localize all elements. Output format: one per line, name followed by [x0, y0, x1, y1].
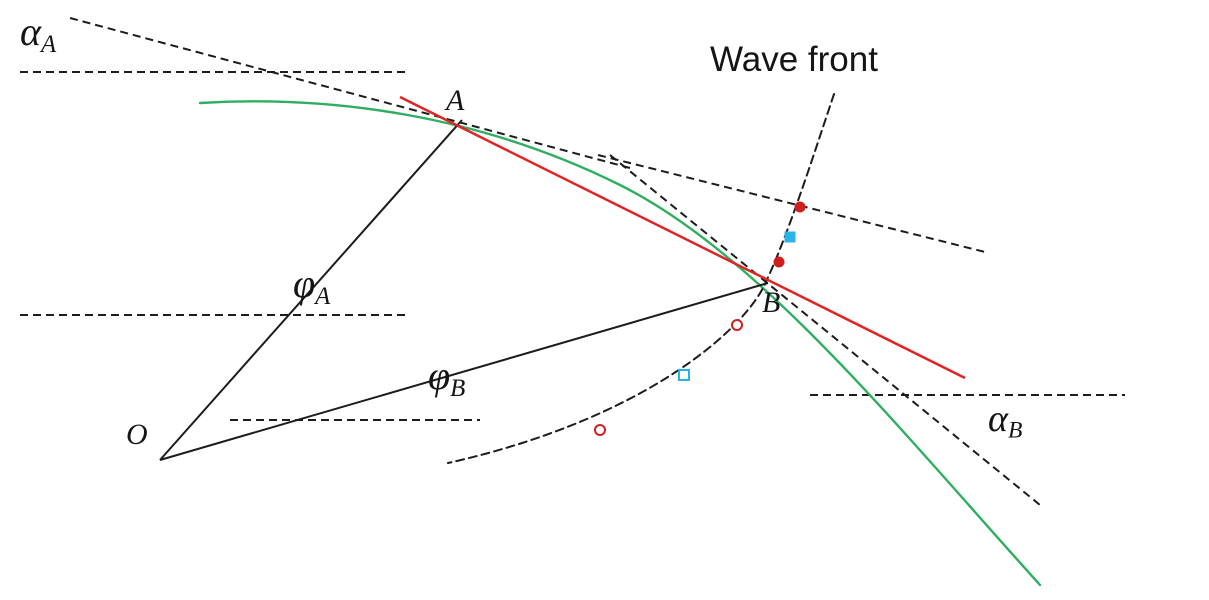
marker-wavefront-cyan-filled	[784, 231, 796, 243]
marker-wavefront-red-open-2	[594, 424, 606, 436]
curves-group	[198, 93, 1042, 587]
dashed-line-tangent-at-B	[609, 154, 1041, 506]
dashed-line-tangent-at-A	[69, 17, 631, 169]
marker-wavefront-red-open-1	[731, 319, 743, 331]
solid-line-radius-OB	[159, 282, 769, 461]
marker-wavefront-red-filled-upper	[794, 201, 806, 213]
dashed-line-tangent-at-wavefront-dot	[597, 154, 986, 253]
marker-wavefront-red-filled-near-B	[773, 256, 785, 268]
curve-trajectory-green	[198, 100, 1042, 587]
solid-line-ray-AB-red	[399, 95, 966, 380]
marker-points-group	[594, 201, 806, 436]
dashed-lines-group	[20, 17, 1125, 506]
solid-line-radius-OA	[159, 119, 463, 461]
curve-wave-front-dashed	[447, 93, 835, 464]
marker-wavefront-cyan-open	[678, 369, 690, 381]
solid-lines-group	[159, 95, 966, 461]
